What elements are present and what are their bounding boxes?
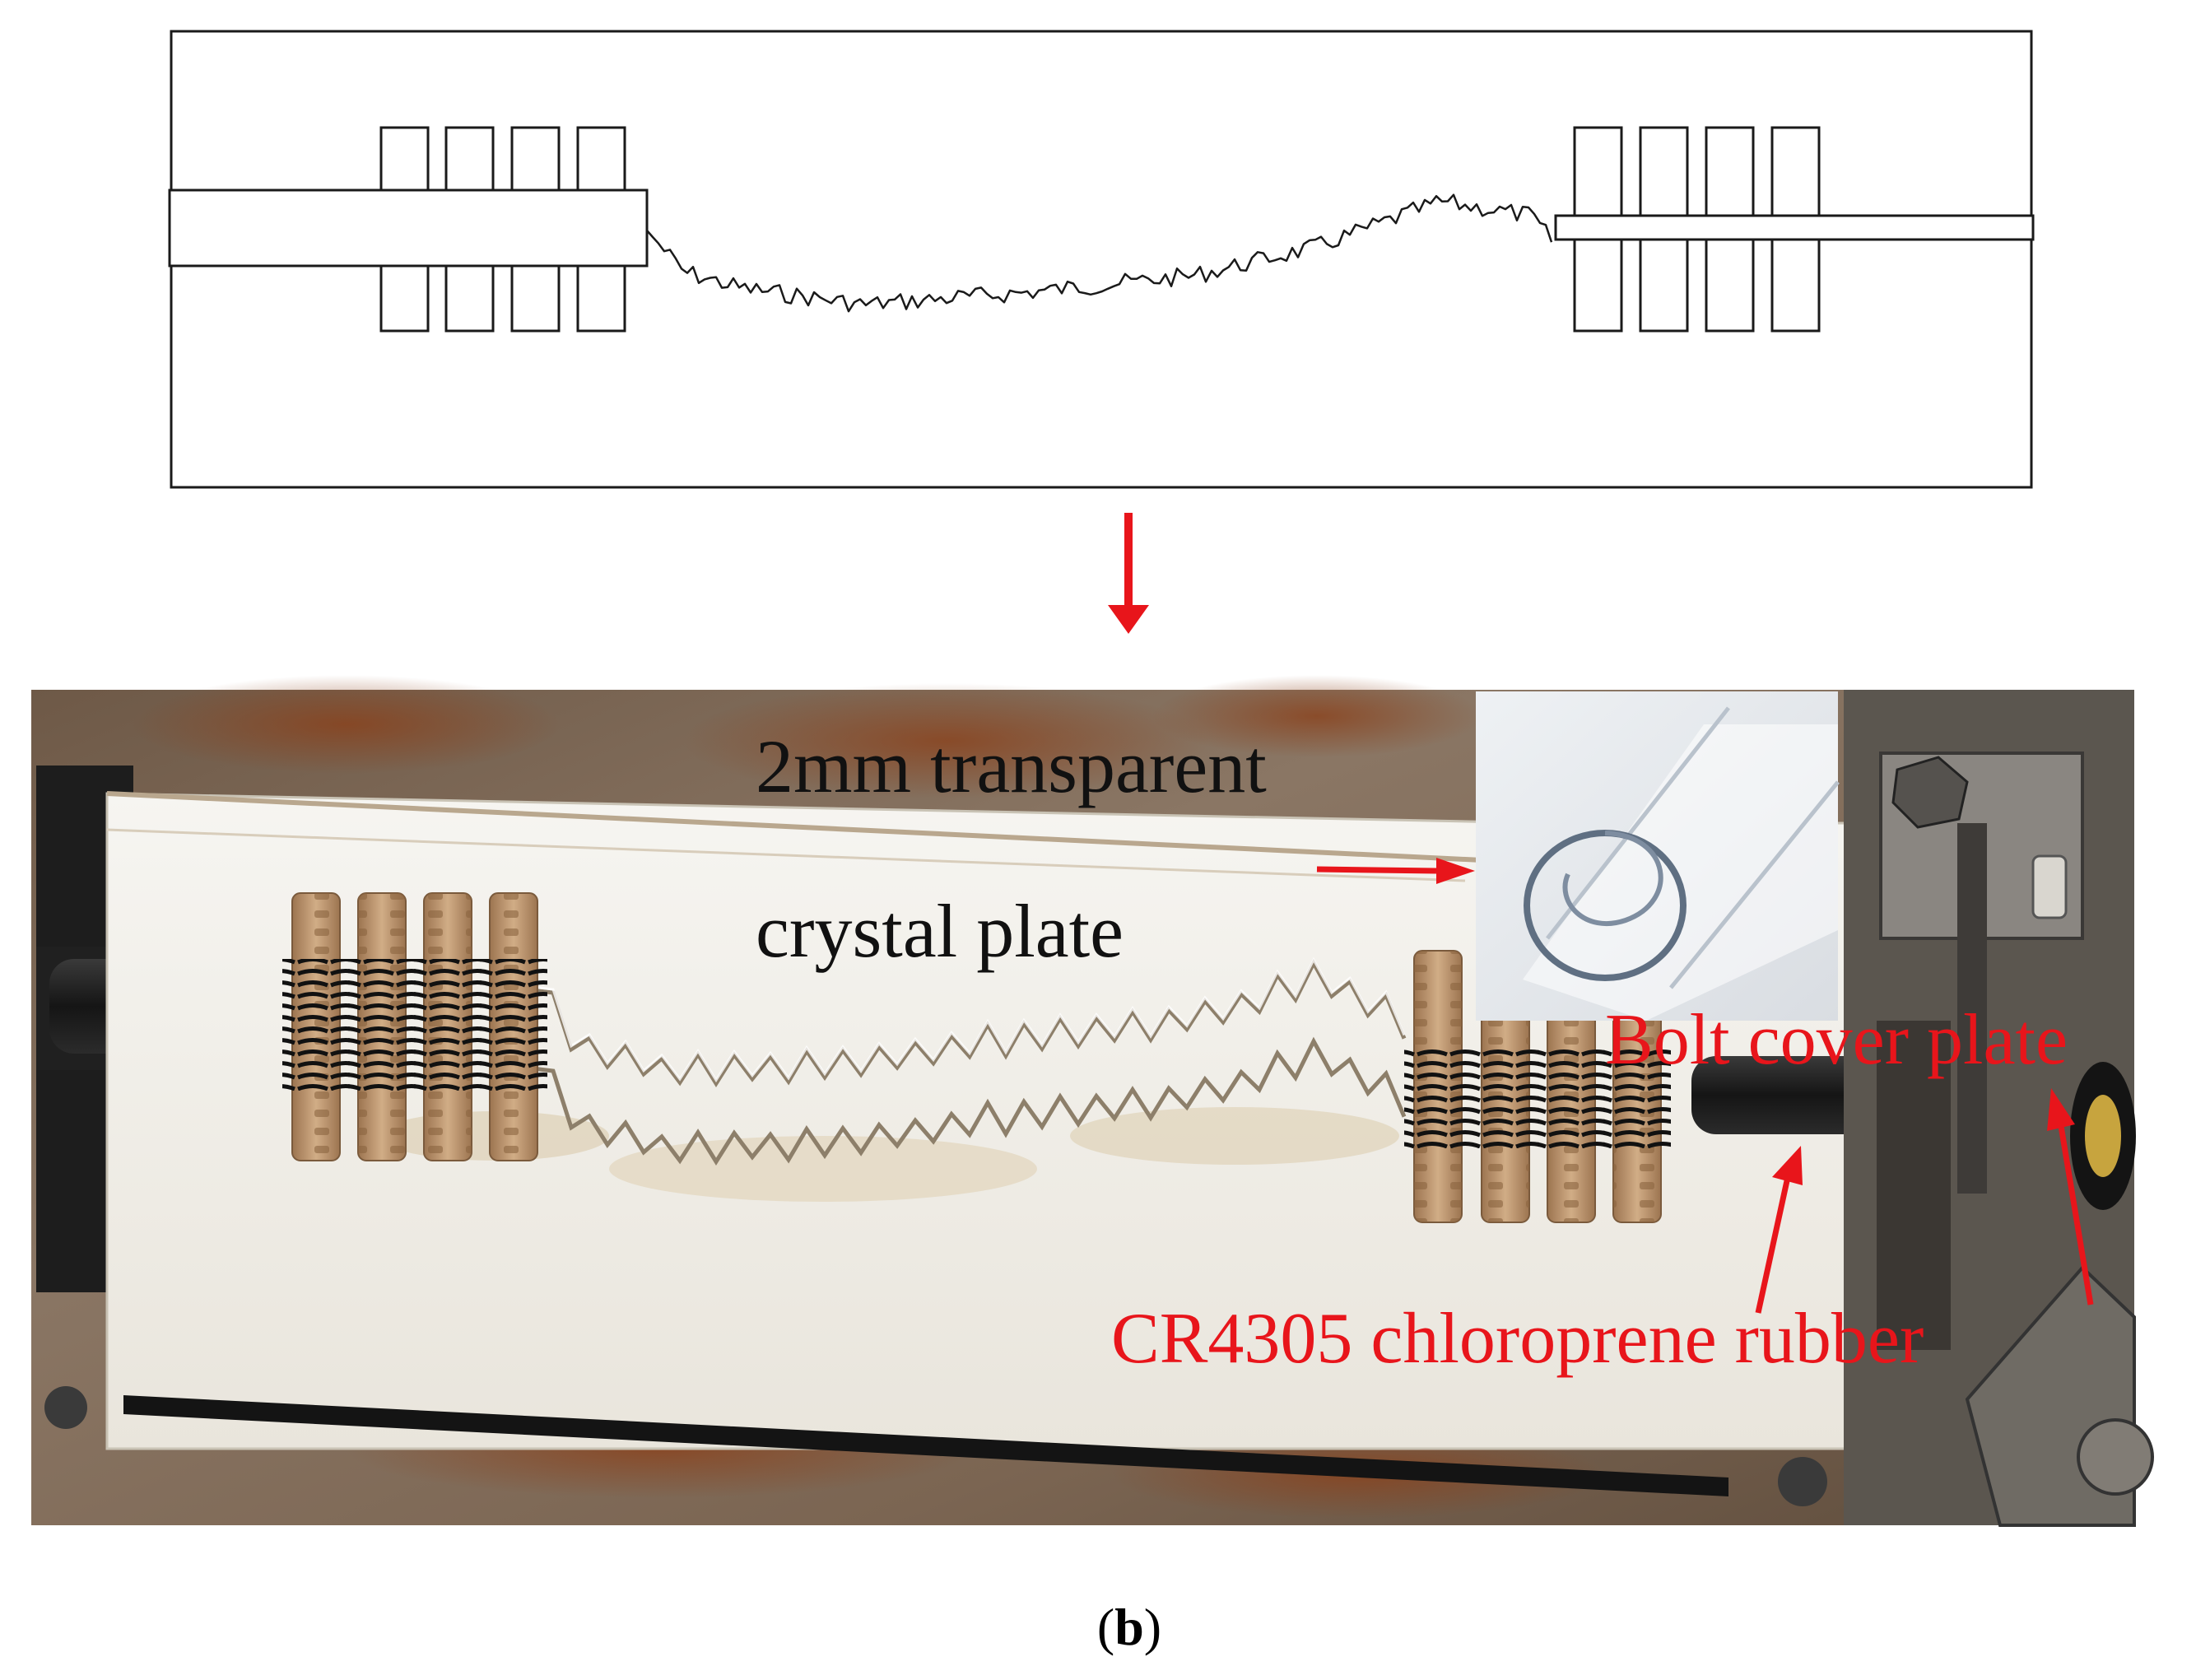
spring-icon: [414, 959, 482, 1091]
label-crystal-line2: crystal plate: [756, 889, 1124, 973]
annotation-arrows: [1316, 858, 2094, 1314]
schematic-block: [576, 264, 626, 333]
spring-icon: [1472, 1045, 1539, 1148]
schematic-block: [379, 126, 430, 192]
label-bolt-cover-plate: Bolt cover plate: [1605, 1000, 2068, 1080]
schematic-block: [1639, 238, 1689, 333]
crack-upper-edge: [534, 958, 1407, 1088]
spring-icon: [1538, 1045, 1605, 1148]
schematic-block: [510, 126, 561, 192]
spring-icon: [282, 959, 350, 1091]
photo: 2mm transparent crystal plate Bolt cover…: [31, 675, 2154, 1527]
arrow-down-icon: [1108, 513, 1149, 634]
schematic-block: [1639, 126, 1689, 217]
panel-label: (b): [1097, 1598, 1161, 1656]
schematic-block: [1705, 126, 1755, 217]
schematic-block: [1770, 238, 1821, 333]
spring-icon: [348, 959, 416, 1091]
schematic-block: [379, 264, 430, 333]
schematic-block: [1705, 238, 1755, 333]
spring-icon: [1404, 1045, 1472, 1148]
schematic: [168, 30, 2035, 489]
schematic-left-slot: [168, 188, 649, 268]
bolt-head: [2031, 854, 2068, 919]
schematic-rough-fracture-line: [646, 193, 1553, 313]
schematic-block: [444, 264, 495, 333]
hex-nut: [1891, 756, 1969, 829]
schematic-block: [510, 264, 561, 333]
schematic-block: [576, 126, 626, 192]
schematic-block: [1573, 126, 1623, 217]
schematic-block: [444, 126, 495, 192]
crystal-plate-inset: [1476, 691, 1840, 1021]
label-chloroprene-rubber: CR4305 chloroprene rubber: [1111, 1299, 1924, 1379]
schematic-block: [1770, 126, 1821, 217]
label-crystal-line1: 2mm transparent: [756, 724, 1267, 808]
schematic-block: [1573, 238, 1623, 333]
spring-icon: [480, 959, 547, 1091]
right-rubber-pad: [1691, 1056, 1873, 1134]
base-slot: [123, 1395, 1728, 1496]
left-spring-group: [282, 892, 547, 1161]
spring-icon: [1603, 1045, 1671, 1148]
crack-lower-edge: [534, 1036, 1407, 1166]
threaded-rod: [1957, 823, 1987, 1194]
schematic-right-slot: [1554, 214, 2035, 241]
